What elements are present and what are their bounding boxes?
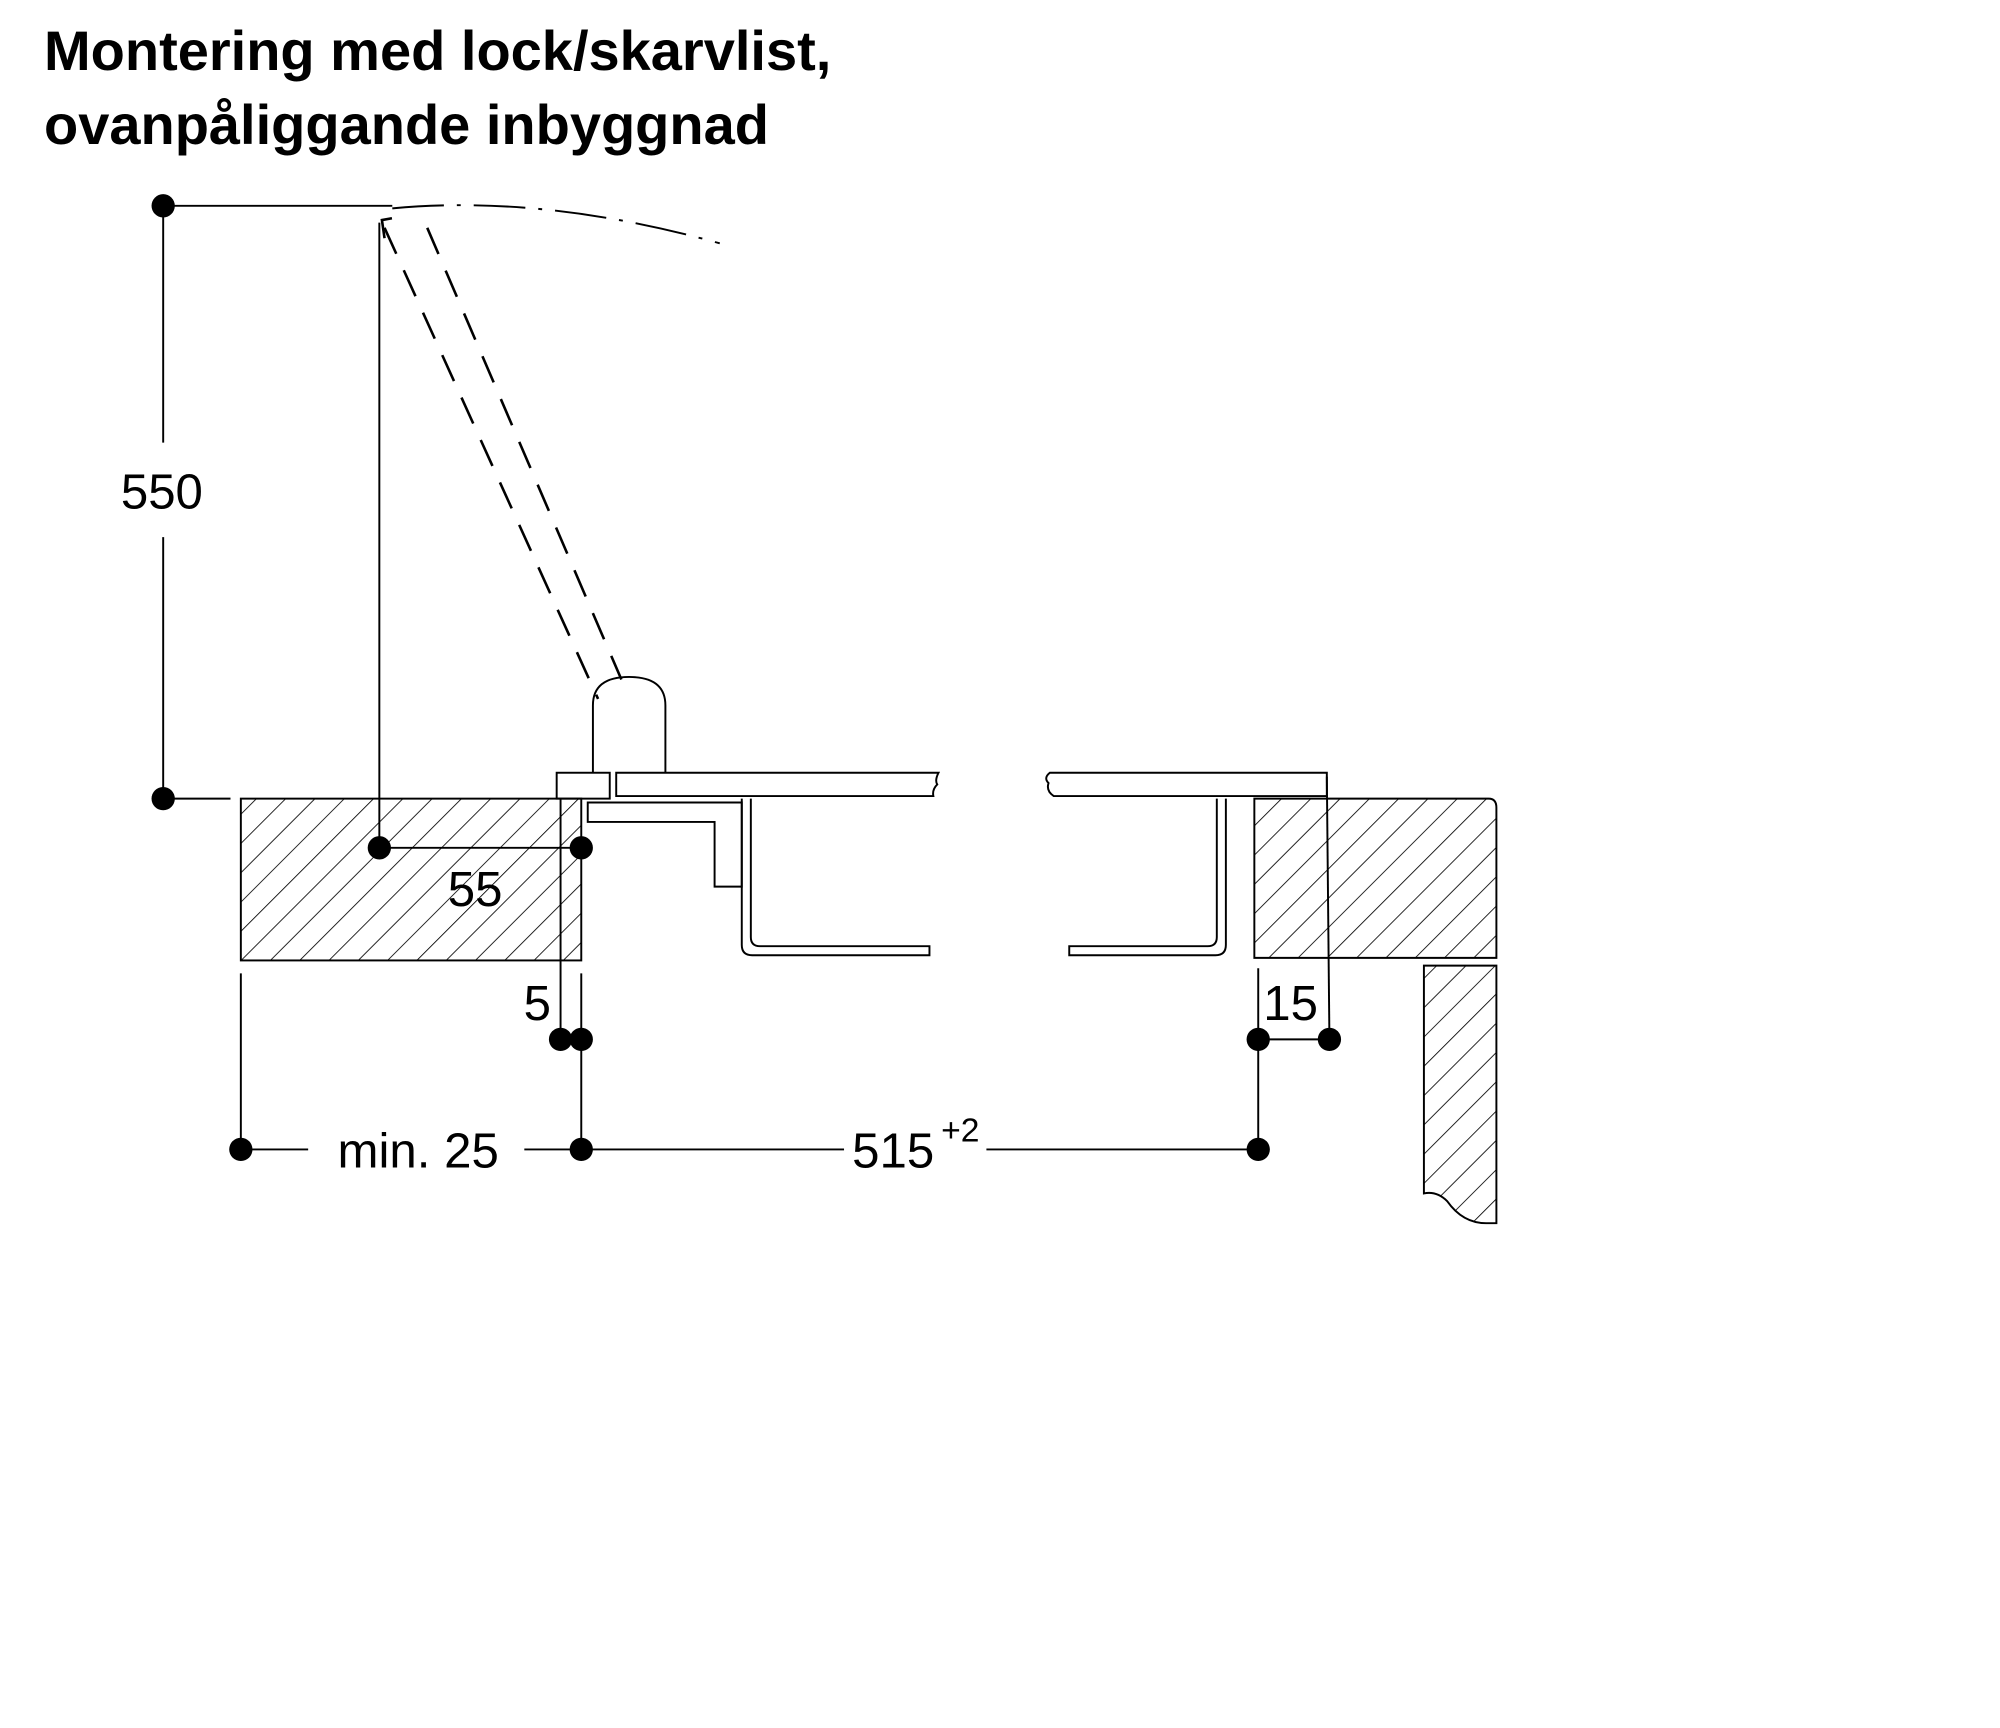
right-worktop [1253,797,1498,959]
cutout-tolerance-label: +2 [941,1113,979,1150]
diagram-title: Montering med lock/skarvlist, ovanpåligg… [44,14,831,162]
joint-strip [555,771,611,800]
cutout-label: 515 [852,1124,934,1179]
right-pan [1068,798,1227,957]
title-line-1: Montering med lock/skarvlist, [44,19,832,82]
overlap-label: 15 [1263,976,1318,1031]
side-panel [1422,964,1498,1225]
lid-swing-arc [392,204,721,245]
left-worktop [239,797,583,962]
title-line-2: ovanpåliggande inbyggnad [44,93,769,156]
gap-label: 5 [524,976,551,1031]
bracket [586,801,743,888]
height-dimension [151,194,393,811]
left-pan [740,798,931,957]
open-lid-outline [380,214,623,700]
min-edge-label: min. 25 [338,1124,499,1179]
depth-label: 55 [448,862,503,917]
left-hob-top [615,771,941,798]
height-label: 550 [121,465,203,520]
hinge [591,675,667,773]
right-hob-top [1045,771,1328,798]
